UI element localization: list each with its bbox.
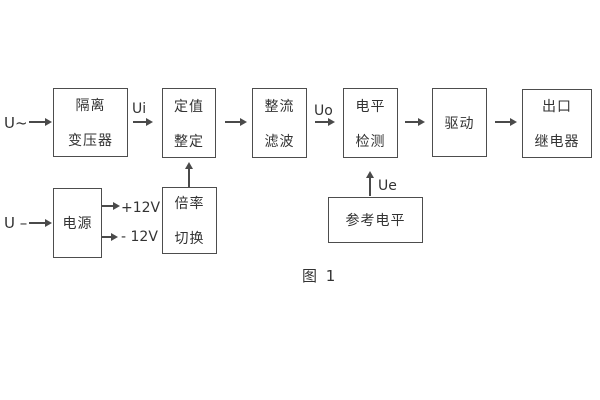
label-rail-pos: +12V (121, 200, 161, 216)
block-drive: 驱动 (432, 88, 487, 157)
arrow-rail-pos-icon (102, 205, 113, 207)
block-label: 倍率 (174, 196, 205, 212)
block-label: 定值 (174, 98, 204, 115)
block-setting-adjust: 定值 整定 (162, 88, 216, 158)
label-ui: Ui (132, 101, 147, 117)
block-reference-level: 参考电平 (328, 197, 423, 243)
label-rail-neg: - 12V (121, 229, 158, 245)
arrow-ratio-to-setting-icon (188, 169, 190, 187)
arrow-ue-to-detect-icon (369, 178, 371, 196)
block-label: 驱动 (444, 115, 475, 132)
block-label: 出口 (542, 99, 572, 115)
label-input-dc: U – (4, 214, 28, 232)
block-ratio-switch: 倍率 切换 (162, 187, 217, 254)
arrow-uo-icon (315, 121, 328, 123)
block-label: 电平 (355, 98, 386, 115)
block-isolation-transformer: 隔离 变压器 (53, 88, 128, 157)
block-label: 隔离 (75, 98, 106, 114)
arrow-drive-to-relay-icon (495, 121, 510, 123)
block-output-relay: 出口 继电器 (522, 89, 592, 158)
block-rectifier-filter: 整流 滤波 (252, 88, 307, 158)
arrow-input-dc-icon (29, 222, 45, 224)
label-input-ac: U~ (4, 114, 28, 132)
block-label: 整流 (264, 98, 295, 115)
block-label: 切换 (174, 231, 205, 247)
block-label: 滤波 (264, 133, 295, 150)
arrow-rail-neg-icon (102, 236, 111, 238)
block-label: 检测 (355, 133, 386, 150)
figure-caption: 图 1 (302, 267, 338, 285)
arrow-detect-to-drive-icon (405, 121, 418, 123)
block-label: 继电器 (534, 134, 580, 150)
block-level-detect: 电平 检测 (343, 88, 398, 158)
label-uo: Uo (314, 103, 333, 119)
label-ue: Ue (378, 178, 397, 194)
block-label: 电源 (62, 216, 93, 232)
block-power-supply: 电源 (53, 188, 102, 258)
arrow-input-ac-icon (29, 121, 45, 123)
block-label: 参考电平 (345, 213, 406, 229)
arrow-setting-to-rectifier-icon (225, 121, 240, 123)
block-label: 整定 (174, 133, 204, 150)
arrow-ui-icon (133, 121, 146, 123)
block-label: 变压器 (68, 133, 113, 149)
